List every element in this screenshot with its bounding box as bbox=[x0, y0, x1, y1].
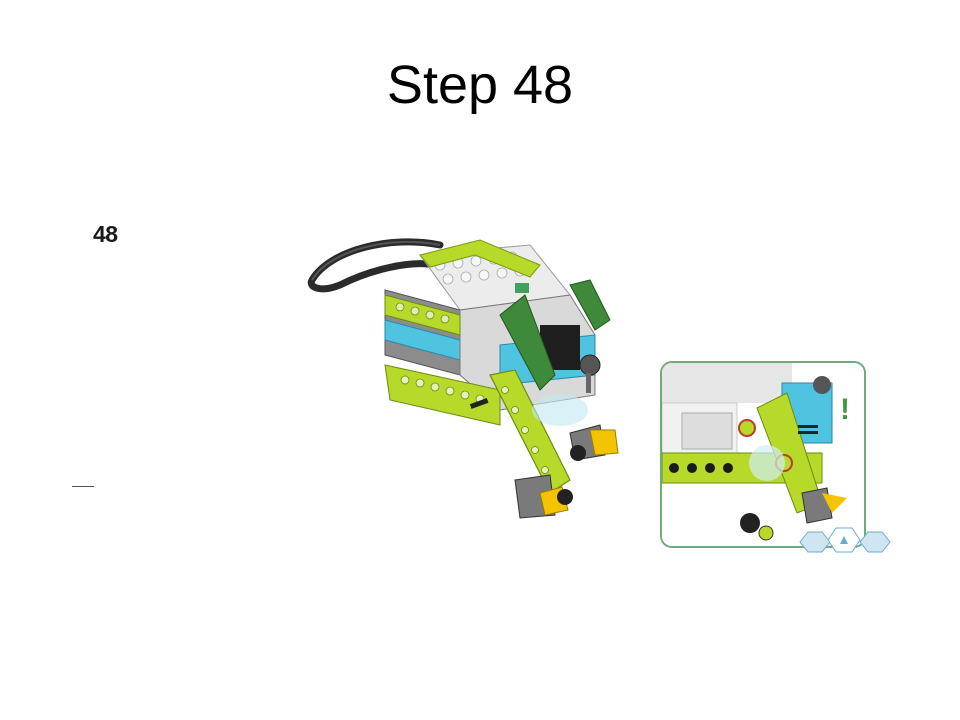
slide-title: Step 48 bbox=[386, 55, 574, 115]
callout-illustration bbox=[662, 363, 864, 546]
lime-leg bbox=[489, 369, 571, 494]
dash-mark bbox=[72, 486, 94, 487]
axle-icon bbox=[469, 398, 489, 409]
attention-icon: ! bbox=[840, 393, 850, 426]
model-illustration bbox=[307, 238, 619, 519]
callout-detail: ! bbox=[660, 361, 866, 548]
step-number: 48 bbox=[93, 221, 118, 247]
cable bbox=[307, 238, 444, 293]
hexagon-navigation-icon bbox=[799, 527, 891, 553]
